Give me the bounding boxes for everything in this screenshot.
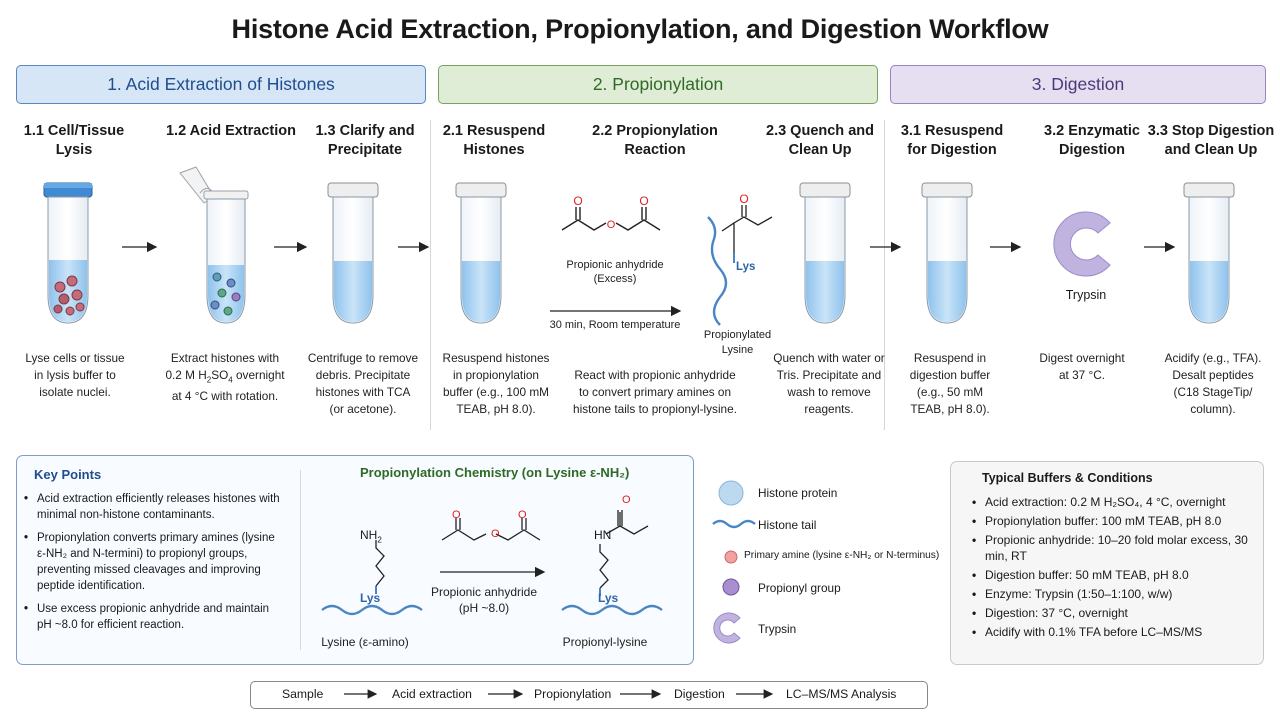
panel-divider: [300, 470, 301, 650]
lys-label: Lys: [598, 591, 619, 605]
trypsin-icon: [1053, 211, 1111, 277]
workflow-illustrations: O O O O: [43, 166, 1235, 326]
step-title-1-3: 1.3 Clarify and Precipitate: [315, 123, 415, 158]
chemistry-reagent-label: Propionic anhydride (pH ~8.0): [430, 585, 538, 615]
svg-text:O: O: [573, 194, 582, 208]
flow-arrows: [344, 689, 774, 699]
key-points-list: Acid extraction efficiently releases his…: [24, 491, 286, 640]
legend-item-propionyl-group: Propionyl group: [758, 581, 841, 595]
flow-step: Acid extraction: [392, 687, 472, 701]
lys-label: Lys: [360, 591, 381, 605]
histone-protein-icon: [718, 480, 744, 506]
tube-digestion-buffer-icon: [921, 182, 973, 324]
step-title-1-1: 1.1 Cell/Tissue Lysis: [23, 123, 125, 158]
step-desc-3-1: Resuspend in digestion buffer (e.g., 50 …: [909, 351, 991, 416]
step-desc-3-2: Digest overnight at 37 °C.: [1039, 351, 1125, 382]
oxygen-label: O: [491, 528, 500, 540]
oxygen-label: O: [518, 509, 527, 521]
step-desc-2-1: Resuspend histones in propionylation buf…: [442, 351, 550, 416]
key-points-title: Key Points: [34, 467, 102, 482]
key-point-item: Acid extraction efficiently releases his…: [24, 491, 286, 523]
tube-acid-extraction-icon: [179, 166, 249, 324]
buffers-list: Acid extraction: 0.2 M H₂SO₄, 4 °C, over…: [972, 494, 1252, 643]
key-point-item: Use excess propionic anhydride and maint…: [24, 601, 286, 633]
phase-header-acid-extraction: 1. Acid Extraction of Histones: [16, 65, 426, 104]
step-desc-2-3: Quench with water or Tris. Precipitate a…: [773, 351, 885, 416]
step-desc-1-1: Lyse cells or tissue in lysis buffer to …: [25, 351, 125, 399]
page-title: Histone Acid Extraction, Propionylation,…: [231, 14, 1049, 44]
tube-quench-icon: [799, 182, 851, 324]
propionylation-chemistry-diagram: [321, 510, 663, 616]
phase-header-digestion: 3. Digestion: [890, 65, 1266, 104]
summary-flow-bar: [250, 681, 928, 709]
svg-text:O: O: [639, 194, 648, 208]
propionyl-group-icon: [722, 578, 740, 596]
legend-item-primary-amine: Primary amine (lysine ε-NH₂ or N-terminu…: [744, 550, 940, 561]
tube-stop-digestion-icon: [1183, 182, 1235, 324]
step-title-2-2: 2.2 Propionylation Reaction: [592, 123, 718, 158]
tube-resuspend-icon: [455, 182, 507, 324]
propionylated-lysine-icon: O: [707, 192, 773, 326]
primary-amine-icon: [724, 550, 738, 564]
oxygen-label: O: [622, 494, 631, 506]
reaction-condition-label: 30 min, Room temperature: [549, 319, 681, 331]
flow-step: Propionylation: [534, 687, 612, 701]
key-point-item: Propionylation converts primary amines (…: [24, 530, 286, 594]
histone-tail-icon: [712, 519, 756, 529]
legend-item-histone-protein: Histone protein: [758, 486, 838, 500]
trypsin-legend-icon: [713, 612, 741, 644]
step-desc-1-3: Centrifuge to remove debris. Precipitate…: [307, 351, 419, 416]
buffer-item: Acid extraction: 0.2 M H₂SO₄, 4 °C, over…: [972, 494, 1252, 510]
phase-label: 1. Acid Extraction of Histones: [107, 74, 335, 94]
tube-precipitate-icon: [327, 182, 379, 324]
step-desc-3-3: Acidify (e.g., TFA). Desalt peptides (C1…: [1164, 351, 1262, 416]
phase-header-propionylation: 2. Propionylation: [438, 65, 878, 104]
buffer-item: Digestion buffer: 50 mM TEAB, pH 8.0: [972, 567, 1252, 583]
reagent-label: Propionic anhydride (Excess): [566, 259, 664, 285]
svg-text:O: O: [739, 192, 748, 206]
lys-label: Lys: [736, 261, 756, 273]
step-desc-2-2: React with propionic anhydride to conver…: [573, 368, 737, 416]
phase-label: 3. Digestion: [1031, 74, 1125, 94]
section-divider: [430, 120, 431, 430]
lysine-label: Lysine (ε-amino): [321, 635, 409, 649]
product-label: Propionylated Lysine: [703, 329, 772, 356]
legend-symbols: [712, 480, 756, 644]
propionyl-lysine-label: Propionyl-lysine: [562, 635, 648, 649]
step-title-3-3: 3.3 Stop Digestion and Clean Up: [1147, 123, 1275, 158]
step-title-1-2: 1.2 Acid Extraction: [165, 123, 296, 139]
flow-step: Digestion: [674, 687, 725, 701]
step-title-3-2: 3.2 Enzymatic Digestion: [1044, 123, 1140, 158]
chemistry-title: Propionylation Chemistry (on Lysine ε-NH…: [360, 465, 630, 480]
hn-label: HN: [594, 528, 612, 542]
buffer-item: Acidify with 0.1% TFA before LC–MS/MS: [972, 624, 1252, 640]
step-title-3-1: 3.1 Resuspend for Digestion: [900, 123, 1004, 158]
legend-item-histone-tail: Histone tail: [758, 518, 817, 532]
amine-label: NH2: [360, 528, 382, 545]
buffer-item: Digestion: 37 °C, overnight: [972, 605, 1252, 621]
step-title-2-3: 2.3 Quench and Clean Up: [766, 123, 874, 158]
buffers-title: Typical Buffers & Conditions: [982, 471, 1153, 485]
svg-text:O: O: [607, 219, 616, 231]
legend-item-trypsin: Trypsin: [758, 622, 797, 636]
phase-label: 2. Propionylation: [592, 74, 724, 94]
trypsin-label: Trypsin: [1065, 288, 1107, 302]
tube-lysis-icon: [43, 182, 93, 324]
buffer-item: Enzyme: Trypsin (1:50–1:100, w/w): [972, 586, 1252, 602]
anhydride-structure-icon: [561, 207, 661, 231]
step-title-2-1: 2.1 Resuspend Histones: [442, 123, 546, 158]
buffer-item: Propionic anhydride: 10–20 fold molar ex…: [972, 532, 1252, 564]
step-desc-1-2: Extract histones with 0.2 M H2SO4 overni…: [165, 351, 285, 404]
oxygen-label: O: [452, 509, 461, 521]
flow-step: LC–MS/MS Analysis: [786, 687, 897, 701]
buffer-item: Propionylation buffer: 100 mM TEAB, pH 8…: [972, 513, 1252, 529]
section-divider: [884, 120, 885, 430]
flow-step: Sample: [282, 687, 324, 701]
